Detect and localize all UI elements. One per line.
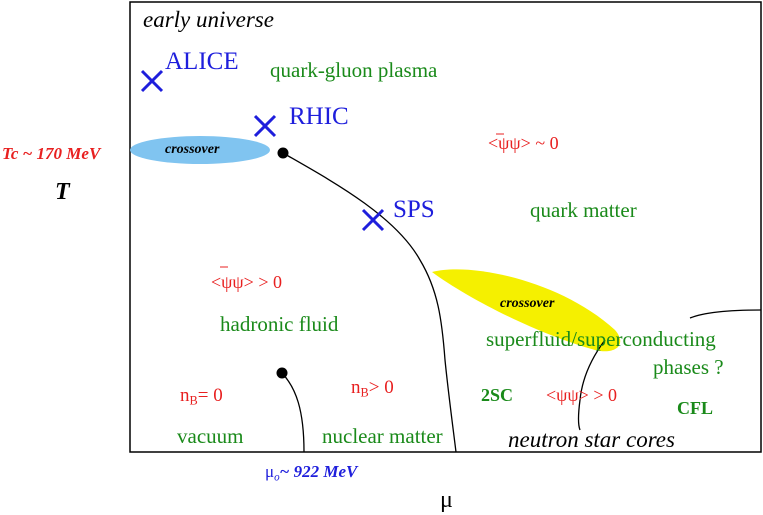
- nuclear-matter-label: nuclear matter: [322, 424, 443, 448]
- critical-point: [277, 147, 289, 159]
- condensate-hadronic-label: <ψψ> > 0: [211, 272, 282, 292]
- nb-positive-label: nB> 0: [351, 377, 394, 400]
- mu-axis-symbol: μ: [440, 487, 453, 513]
- alice-label: ALICE: [165, 48, 239, 75]
- alice-cross-icon: [140, 69, 164, 93]
- rhic-label: RHIC: [289, 103, 349, 130]
- vacuum-label: vacuum: [177, 424, 244, 448]
- sps-cross-icon: [361, 208, 385, 232]
- crossover-label-high-mu: crossover: [500, 296, 555, 311]
- crossover-ellipse-high-t: [130, 136, 270, 164]
- cfl-boundary-line: [689, 309, 762, 319]
- crossover-label-high-t: crossover: [165, 142, 220, 157]
- quark-matter-label: quark matter: [530, 198, 637, 222]
- nb-zero-label: nB= 0: [180, 385, 223, 408]
- mu0-label: μo~ 922 MeV: [265, 462, 358, 484]
- condensate-sc-label: <ψψ> > 0: [546, 385, 617, 405]
- 2sc-label: 2SC: [481, 385, 514, 405]
- neutron-star-cores-label: neutron star cores: [508, 427, 675, 452]
- phases-label: phases ?: [653, 355, 724, 379]
- condensate-zero-label: <ψψ> ~ 0: [488, 133, 559, 153]
- rhic-cross-icon: [253, 114, 277, 138]
- tc-label: Tc ~ 170 MeV: [2, 144, 101, 163]
- superfluid-label: superfluid/superconducting: [486, 327, 716, 351]
- diagram-frame: [129, 1, 762, 453]
- nuclear-critical-point: [276, 367, 288, 379]
- 2sc-boundary-line: [577, 339, 606, 431]
- t-axis-symbol: T: [55, 179, 70, 205]
- hadronic-fluid-label: hadronic fluid: [220, 312, 339, 336]
- crossover-ellipse-high-mu: [432, 269, 621, 352]
- early-universe-label: early universe: [143, 7, 274, 32]
- nuclear-transition-line: [281, 372, 305, 453]
- cfl-label: CFL: [677, 398, 713, 418]
- phase-boundary-line: [282, 152, 457, 453]
- sps-label: SPS: [393, 196, 435, 223]
- qgp-label: quark-gluon plasma: [270, 58, 438, 82]
